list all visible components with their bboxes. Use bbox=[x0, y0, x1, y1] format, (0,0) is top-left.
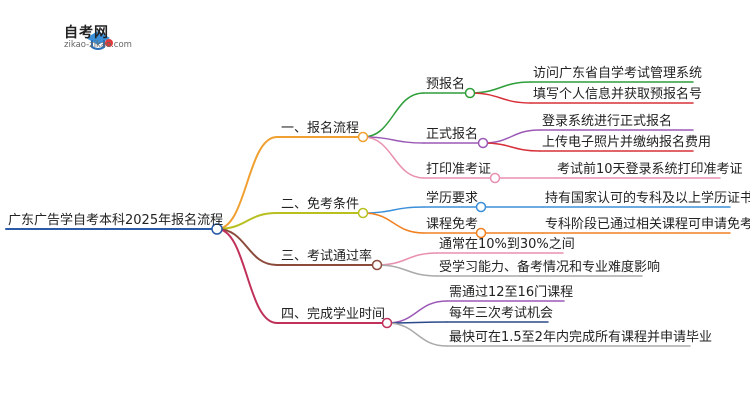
leaf-node-label: 填写个人信息并获取预报名号 bbox=[533, 87, 703, 102]
sub-node-label: 每年三次考试机会 bbox=[449, 306, 554, 321]
branch-label: 四、完成学业时间 bbox=[281, 307, 386, 322]
root-node-toggle[interactable] bbox=[211, 223, 223, 235]
sub-connector bbox=[386, 322, 448, 347]
branch-node-toggle[interactable] bbox=[357, 207, 369, 219]
sub-node-label: 正式报名 bbox=[426, 127, 479, 142]
branch-label: 二、免考条件 bbox=[281, 197, 360, 212]
leaf-node-label: 登录系统进行正式报名 bbox=[542, 114, 673, 129]
branch-connector bbox=[216, 228, 278, 324]
brand-name: 自考网 bbox=[64, 25, 109, 41]
leaf-node-label: 访问广东省自学考试管理系统 bbox=[533, 66, 703, 81]
sub-connector bbox=[362, 92, 425, 138]
sub-connector bbox=[386, 300, 448, 324]
branch-connector bbox=[216, 136, 278, 230]
sub-node-label: 学历要求 bbox=[426, 191, 479, 206]
brand-url: zikao-zikao.com bbox=[64, 40, 132, 50]
sub-connector bbox=[376, 252, 438, 266]
sub-node-toggle[interactable] bbox=[464, 87, 476, 99]
branch-label: 三、考试通过率 bbox=[281, 249, 373, 264]
sub-node-toggle[interactable] bbox=[475, 201, 487, 213]
sub-node-label: 需通过12至16门课程 bbox=[449, 285, 574, 300]
leaf-node-label: 专科阶段已通过相关课程可申请免考 bbox=[545, 217, 750, 232]
leaf-connector bbox=[482, 129, 541, 144]
logo-icon bbox=[86, 31, 113, 50]
sub-node-toggle[interactable] bbox=[475, 227, 487, 239]
sub-connector bbox=[376, 264, 438, 277]
leaf-connector bbox=[469, 81, 532, 94]
sub-connector bbox=[362, 136, 425, 179]
sub-node-label: 最快可在1.5至2年内完成所有课程并申请毕业 bbox=[449, 330, 712, 345]
sub-connector bbox=[362, 206, 425, 214]
sub-node-toggle[interactable] bbox=[477, 137, 489, 149]
leaf-connector bbox=[482, 142, 541, 152]
sub-node-label: 受学习能力、备考情况和专业难度影响 bbox=[439, 260, 661, 275]
sub-node-toggle[interactable] bbox=[489, 172, 501, 184]
leaf-node-label: 持有国家认可的专科及以上学历证书 bbox=[545, 191, 750, 206]
sub-node-label: 预报名 bbox=[426, 77, 466, 92]
branch-connector bbox=[216, 212, 278, 230]
branch-node-toggle[interactable] bbox=[381, 317, 393, 329]
branch-connector bbox=[216, 228, 278, 266]
branch-label: 一、报名流程 bbox=[281, 121, 360, 136]
sub-node-label: 课程免考 bbox=[426, 217, 479, 232]
leaf-node-label: 上传电子照片并缴纳报名费用 bbox=[542, 135, 712, 150]
leaf-connector bbox=[469, 92, 532, 104]
sub-node-label: 打印准考证 bbox=[426, 162, 492, 177]
sub-node-label: 通常在10%到30%之间 bbox=[439, 237, 575, 252]
branch-node-toggle[interactable] bbox=[357, 131, 369, 143]
sub-connector bbox=[362, 212, 425, 234]
leaf-node-label: 考试前10天登录系统打印准考证 bbox=[557, 162, 743, 177]
branch-node-toggle[interactable] bbox=[371, 259, 383, 271]
sub-connector bbox=[362, 136, 425, 144]
root-node-label: 广东广告学自考本科2025年报名流程 bbox=[8, 213, 224, 228]
